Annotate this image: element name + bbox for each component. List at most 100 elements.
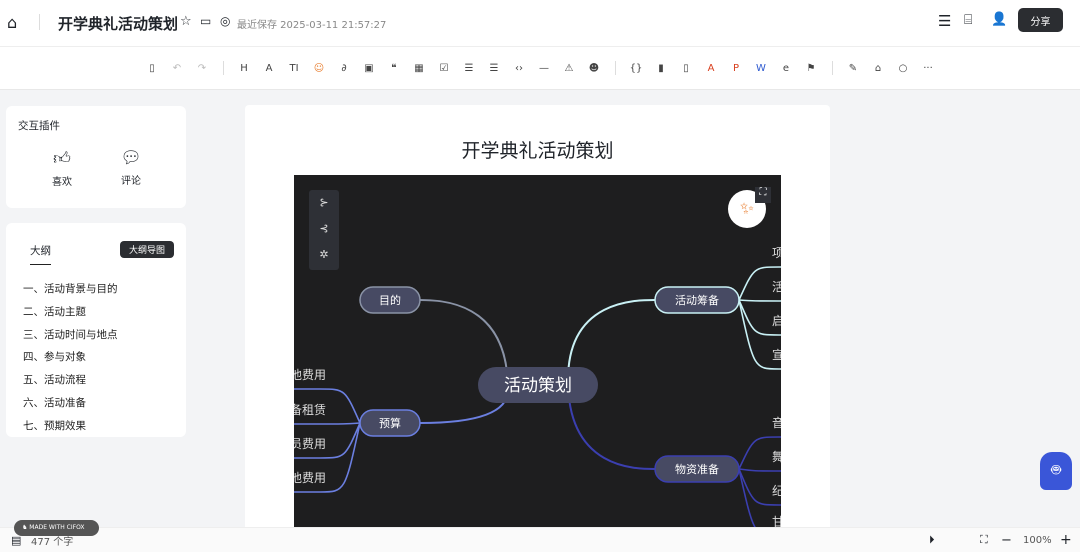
code-icon[interactable]: ‹› (515, 62, 523, 74)
zoom-out-button[interactable]: − (1001, 532, 1012, 548)
word-count-icon: ▤ (11, 533, 22, 547)
status-bar: ▤ 477 个字 ⏵ ⛶ − 100% + (0, 527, 1080, 552)
badge-text: MADE WITH CIFOX (29, 524, 85, 531)
flag-icon[interactable]: ⚑ (806, 62, 816, 74)
divider-icon[interactable]: — (539, 62, 549, 74)
thumbs-up-icon: 👍︎ (53, 149, 71, 169)
mindmap-leaf[interactable]: 启 (772, 314, 781, 328)
outline-item[interactable]: 一、活动背景与目的 (23, 283, 118, 295)
font-size-icon[interactable]: A (265, 62, 273, 74)
text-style-icon[interactable]: TI (289, 62, 299, 74)
mindmap-branch-node[interactable] (654, 455, 740, 483)
play-icon[interactable]: ⏵ (929, 533, 935, 546)
redo-icon[interactable]: ↷ (197, 62, 207, 74)
menu-icon[interactable]: ☰ (938, 12, 952, 30)
zoom-in-button[interactable]: + (1060, 532, 1072, 548)
top-bar: ⌂ 开学典礼活动策划 ☆ ▭ ◎ 最近保存 2025-03-11 21:57:2… (0, 0, 1080, 46)
mindmap-root-node[interactable] (478, 367, 598, 403)
document-title: 开学典礼活动策划 (461, 140, 614, 162)
outline-item[interactable]: 四、参与对象 (23, 351, 86, 364)
mindmap-leaf-connector (738, 468, 756, 527)
outline-item[interactable]: 二、活动主题 (23, 305, 86, 318)
emoji-icon[interactable]: ☻ (588, 62, 600, 74)
toolbar-divider (222, 61, 224, 75)
quote-icon[interactable]: ❝ (391, 62, 397, 74)
outline-item[interactable]: 三、活动时间与地点 (23, 328, 118, 341)
home-icon[interactable]: ⌂ (7, 13, 18, 32)
word-count: 477 个字 (31, 536, 74, 548)
more-icon[interactable]: ··· (923, 62, 933, 74)
mindmap-leaf-connector (738, 299, 781, 302)
mindmap-branch-node[interactable] (654, 286, 740, 314)
draw-icon[interactable]: ✎ (848, 62, 858, 74)
mindmap-leaf[interactable]: 备租赁 (294, 403, 326, 417)
doc-title[interactable]: 开学典礼活动策划 (58, 15, 179, 33)
file-icon[interactable]: ▯ (683, 62, 689, 74)
mindmap-leaf[interactable]: 他费用 (294, 471, 326, 485)
mindmap-branch-node[interactable] (359, 409, 421, 437)
pdf-icon[interactable]: A (707, 62, 715, 74)
save-icon[interactable]: ▯ (149, 62, 155, 74)
folder-icon[interactable]: ▭ (200, 14, 212, 28)
mindmap-canvas[interactable]: 目的他费用备租赁员费用他费用预算项活启宣活动筹备音舞纪甘物资准备活动策划 ⊱ ⊰… (294, 175, 781, 527)
presentation-icon[interactable]: ⌸ (964, 12, 973, 28)
comment-button[interactable]: 💬︎ 评论 (111, 148, 151, 187)
mindmap-root-label: 活动策划 (504, 376, 572, 396)
mindmap-leaf[interactable]: 纪 (772, 484, 781, 498)
undo-icon[interactable]: ↶ (172, 62, 182, 74)
image-icon[interactable]: ▣ (364, 62, 374, 74)
mindmap-connector (567, 379, 656, 470)
mindmap-leaf-connector (738, 266, 781, 301)
star-icon[interactable]: ☆ (180, 14, 192, 29)
mindmap-connector (567, 299, 656, 381)
table-icon[interactable]: ▦ (414, 62, 424, 74)
attachment-icon[interactable]: ▮ (658, 62, 664, 74)
mindmap-leaf[interactable]: 员费用 (294, 437, 326, 451)
link-icon[interactable]: ∂ (341, 62, 347, 74)
assistant-robot-icon[interactable]: 🤖︎ (1040, 452, 1072, 490)
badge-logo-icon: ♞ (22, 524, 30, 531)
outline-item[interactable]: 六、活动准备 (23, 396, 86, 409)
mindmap-leaf[interactable]: 甘 (772, 515, 781, 527)
alert-icon[interactable]: ⚠ (564, 62, 574, 74)
mindmap-branch-label: 目的 (379, 293, 401, 307)
share-button[interactable]: 分享 (1018, 8, 1063, 32)
mindmap-leaf[interactable]: 音 (772, 415, 781, 430)
word-icon[interactable]: W (756, 62, 766, 74)
like-button[interactable]: 👍︎ 喜欢 (42, 148, 82, 188)
edge-icon[interactable]: e (782, 62, 790, 74)
outline-mindmap-button[interactable]: 大纲导图 (120, 241, 174, 258)
mindmap-leaf[interactable]: 项 (772, 246, 781, 260)
mindmap-leaf[interactable]: 他费用 (294, 368, 326, 382)
layout-radial-icon[interactable]: ✲ (319, 248, 329, 261)
checkbox-icon[interactable]: ☑ (439, 62, 449, 74)
fit-screen-icon[interactable]: ⛶ (980, 533, 988, 546)
mindmap-leaf-connector (738, 299, 781, 370)
layout-right-icon[interactable]: ⊱ (319, 196, 329, 209)
mindmap-connector (419, 299, 509, 391)
layout-both-icon[interactable]: ⊰ (319, 222, 329, 235)
mindmap-leaf[interactable]: 舞 (772, 450, 781, 464)
template-icon[interactable]: ⌂ (874, 62, 882, 74)
search-icon[interactable]: ○ (898, 62, 908, 74)
ordered-list-icon[interactable]: ☰ (464, 62, 474, 74)
bullet-list-icon[interactable]: ☰ (489, 62, 499, 74)
heading-icon[interactable]: H (240, 62, 248, 74)
mindmap-leaf[interactable]: 宣 (772, 347, 781, 362)
mindmap-leaf[interactable]: 活 (772, 280, 781, 294)
mindmap-branch-label: 预算 (379, 416, 401, 430)
mindmap-branch-node[interactable] (359, 286, 421, 314)
ppt-icon[interactable]: P (732, 62, 740, 74)
outline-item[interactable]: 七、预期效果 (23, 419, 86, 432)
add-user-icon[interactable]: 👤 (991, 12, 1008, 27)
badge[interactable]: ♞ MADE WITH CIFOX (14, 520, 99, 536)
mindmap-leaf-connector (738, 468, 781, 506)
outline-tab[interactable]: 大纲 (30, 243, 51, 265)
fullscreen-icon[interactable]: ⛶ (755, 187, 771, 203)
ai-icon[interactable]: ☺ (313, 62, 325, 74)
plugins-title: 交互插件 (18, 120, 60, 132)
outline-item[interactable]: 五、活动流程 (23, 374, 86, 387)
toolbar-divider (831, 61, 833, 75)
bracket-icon[interactable]: {} (629, 62, 643, 74)
mindmap-leaf-connector (738, 299, 781, 336)
